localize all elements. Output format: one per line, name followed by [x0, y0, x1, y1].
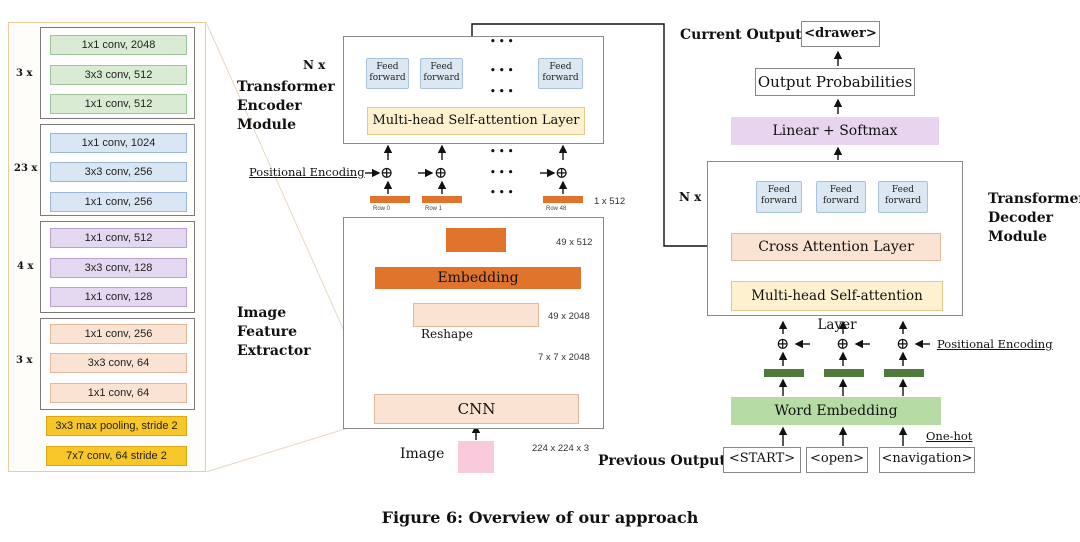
current-output-token: <drawer> [801, 21, 880, 47]
decoder-feed-forward: Feed forward [756, 181, 802, 213]
resnet-repeat-label: 4 x [17, 261, 34, 272]
add-icon: ⊕ [776, 334, 790, 353]
ellipsis: • • • [490, 147, 514, 157]
decoder-title-3: Module [988, 229, 1048, 245]
dimension-label: 224 x 224 x 3 [532, 443, 590, 454]
add-icon: ⊕ [836, 334, 850, 353]
add-icon: ⊕ [896, 334, 910, 353]
dimension-label: 7 x 7 x 2048 [538, 352, 590, 363]
encoder-feed-forward: Feed forward [538, 58, 583, 89]
encoder-nx: N x [303, 58, 326, 72]
input-image [458, 441, 494, 473]
linear-softmax-layer: Linear + Softmax [731, 117, 939, 145]
resnet-block: 3x3 conv, 128 [50, 258, 187, 278]
ellipsis: • • • [490, 168, 514, 178]
decoder-title-2: Decoder [988, 210, 1053, 226]
row-token-bar [370, 196, 410, 203]
decoder-feed-forward: Feed forward [878, 181, 928, 213]
word-token-bar [764, 369, 804, 377]
add-icon: ⊕ [434, 163, 448, 182]
one-hot-label: One-hot [926, 429, 973, 443]
encoder-feed-forward: Feed forward [420, 58, 463, 89]
resnet-block: 1x1 conv, 256 [50, 192, 187, 212]
ellipsis: • • • [490, 188, 514, 198]
extractor-title-2: Feature [237, 324, 298, 340]
resnet-stem-block: 7x7 conv, 64 stride 2 [46, 446, 187, 466]
extractor-title-3: Extractor [237, 343, 311, 359]
decoder-positional-encoding: Positional Encoding [937, 337, 1053, 351]
row-token-bar [422, 196, 462, 203]
image-label: Image [400, 446, 445, 462]
encoder-positional-encoding: Positional Encoding [249, 165, 365, 179]
resnet-block: 1x1 conv, 256 [50, 324, 187, 344]
resnet-block: 1x1 conv, 1024 [50, 133, 187, 153]
row-label: Row 0 [373, 206, 391, 212]
resnet-pool-block: 3x3 max pooling, stride 2 [46, 416, 187, 436]
row-token-bar [543, 196, 583, 203]
ellipsis: • • • [490, 37, 514, 47]
add-icon: ⊕ [380, 163, 394, 182]
encoder-self-attention-layer: Multi-head Self-attention Layer [367, 107, 585, 135]
figure-caption: Figure 6: Overview of our approach [381, 508, 699, 527]
cnn-block: CNN [374, 394, 579, 424]
row-label: Row 1 [425, 206, 443, 212]
decoder-nx: N x [679, 190, 702, 204]
resnet-repeat-label: 3 x [16, 355, 33, 366]
previous-outputs-label: Previous Outputs [598, 453, 734, 469]
encoder-title-3: Module [237, 117, 297, 133]
word-token-bar [824, 369, 864, 377]
dimension-label: 49 x 512 [556, 237, 593, 248]
row-label: Row 48 [546, 206, 567, 212]
resnet-block: 1x1 conv, 2048 [50, 35, 187, 55]
resnet-block: 3x3 conv, 64 [50, 353, 187, 373]
encoder-title-1: Transformer [237, 79, 335, 95]
resnet-block: 3x3 conv, 512 [50, 65, 187, 85]
dimension-label: 1 x 512 [594, 196, 626, 207]
decoder-self-attention-layer: Multi-head Self-attention Layer [731, 281, 943, 333]
ellipsis: • • • [490, 87, 514, 97]
embedding-layer: Embedding [375, 267, 581, 289]
previous-output-token: <START> [723, 447, 801, 473]
resnet-block: 3x3 conv, 256 [50, 162, 187, 182]
word-token-bar [884, 369, 924, 377]
resnet-block: 1x1 conv, 512 [50, 228, 187, 248]
ellipsis: • • • [490, 66, 514, 76]
dimension-label: 49 x 2048 [548, 311, 590, 322]
current-output-label: Current Output [680, 27, 802, 43]
feature-map-49x512 [446, 228, 506, 252]
reshape-label: Reshape [421, 327, 473, 341]
resnet-block: 1x1 conv, 512 [50, 94, 187, 114]
resnet-block: 1x1 conv, 128 [50, 287, 187, 307]
resnet-block: 1x1 conv, 64 [50, 383, 187, 403]
decoder-feed-forward: Feed forward [816, 181, 866, 213]
feature-map-49x2048 [413, 303, 539, 327]
encoder-feed-forward: Feed forward [366, 58, 409, 89]
resnet-repeat-label: 3 x [16, 68, 33, 79]
add-icon: ⊕ [555, 163, 569, 182]
resnet-repeat-label: 23 x [14, 163, 38, 174]
extractor-title-1: Image [237, 305, 287, 321]
encoder-title-2: Encoder [237, 98, 302, 114]
cross-attention-layer: Cross Attention Layer [731, 233, 941, 261]
word-embedding-layer: Word Embedding [731, 397, 941, 425]
previous-output-token: <navigation> [879, 447, 975, 473]
decoder-title-1: Transformer [988, 191, 1080, 207]
output-probabilities: Output Probabilities [755, 68, 915, 96]
previous-output-token: <open> [806, 447, 868, 473]
